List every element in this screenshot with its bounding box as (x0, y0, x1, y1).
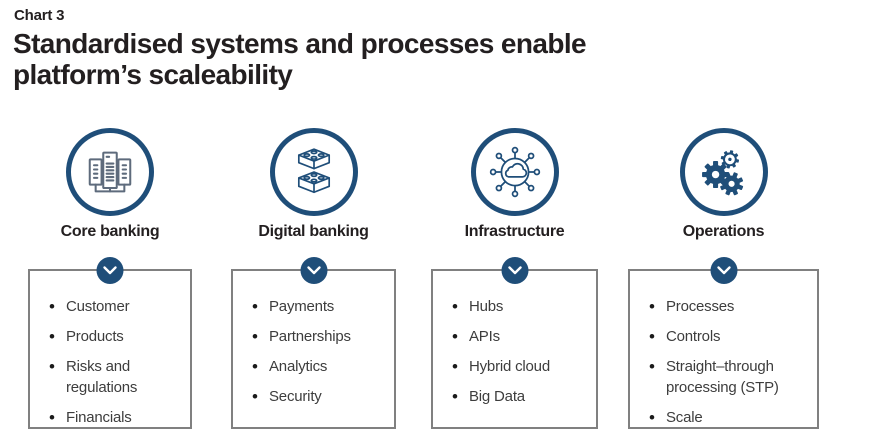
list-item: Analytics (251, 355, 388, 379)
page-title: Standardised systems and processes enabl… (13, 28, 587, 91)
column-infrastructure: Infrastructure Hubs APIs Hybrid cloud Bi… (431, 128, 598, 429)
infrastructure-list: Hubs APIs Hybrid cloud Big Data (433, 271, 596, 409)
digital-banking-lego-bricks-icon (269, 128, 358, 216)
list-item: Hubs (451, 295, 590, 319)
core-banking-box: Customer Products Risks and regulations … (28, 257, 192, 430)
chevron-down-icon (501, 257, 528, 284)
list-item: Risks and regulations (48, 355, 184, 398)
digital-banking-box: Payments Partnerships Analytics Security (231, 257, 396, 429)
list-item: Processes (648, 295, 811, 319)
chevron-down-icon (96, 257, 124, 284)
list-item: Controls (648, 325, 811, 349)
column-operations: Operations Processes Controls Straight–t… (628, 128, 819, 430)
list-item: Payments (251, 295, 388, 319)
list-item: Products (48, 325, 184, 349)
chevron-down-icon (300, 257, 327, 284)
core-banking-list: Customer Products Risks and regulations … (30, 271, 190, 430)
list-item: Scale (648, 406, 811, 430)
icon-label-digital-banking: Digital banking (258, 223, 369, 240)
list-item: Security (251, 385, 388, 409)
list-item: Financials (48, 406, 184, 430)
operations-box: Processes Controls Straight–through proc… (628, 257, 819, 430)
column-core-banking: Core banking Customer Products Risks and… (28, 128, 192, 430)
infrastructure-box: Hubs APIs Hybrid cloud Big Data (431, 257, 598, 429)
list-item: Big Data (451, 385, 590, 409)
operations-list: Processes Controls Straight–through proc… (630, 271, 817, 430)
icon-label-core-banking: Core banking (60, 223, 160, 240)
operations-gears-icon (679, 128, 768, 216)
chart-number: Chart 3 (14, 7, 65, 24)
icon-label-infrastructure: Infrastructure (464, 223, 565, 240)
list-item: Partnerships (251, 325, 388, 349)
list-item: Hybrid cloud (451, 355, 590, 379)
core-banking-servers-icon (66, 128, 154, 216)
chevron-down-icon (710, 257, 737, 284)
list-item: APIs (451, 325, 590, 349)
list-item: Customer (48, 295, 184, 319)
digital-banking-list: Payments Partnerships Analytics Security (233, 271, 394, 409)
icon-label-operations: Operations (682, 223, 765, 240)
list-item: Straight–through processing (STP) (648, 355, 811, 398)
column-digital-banking: Digital banking Payments Partnerships An… (231, 128, 396, 429)
infrastructure-cloud-network-icon (470, 128, 559, 216)
